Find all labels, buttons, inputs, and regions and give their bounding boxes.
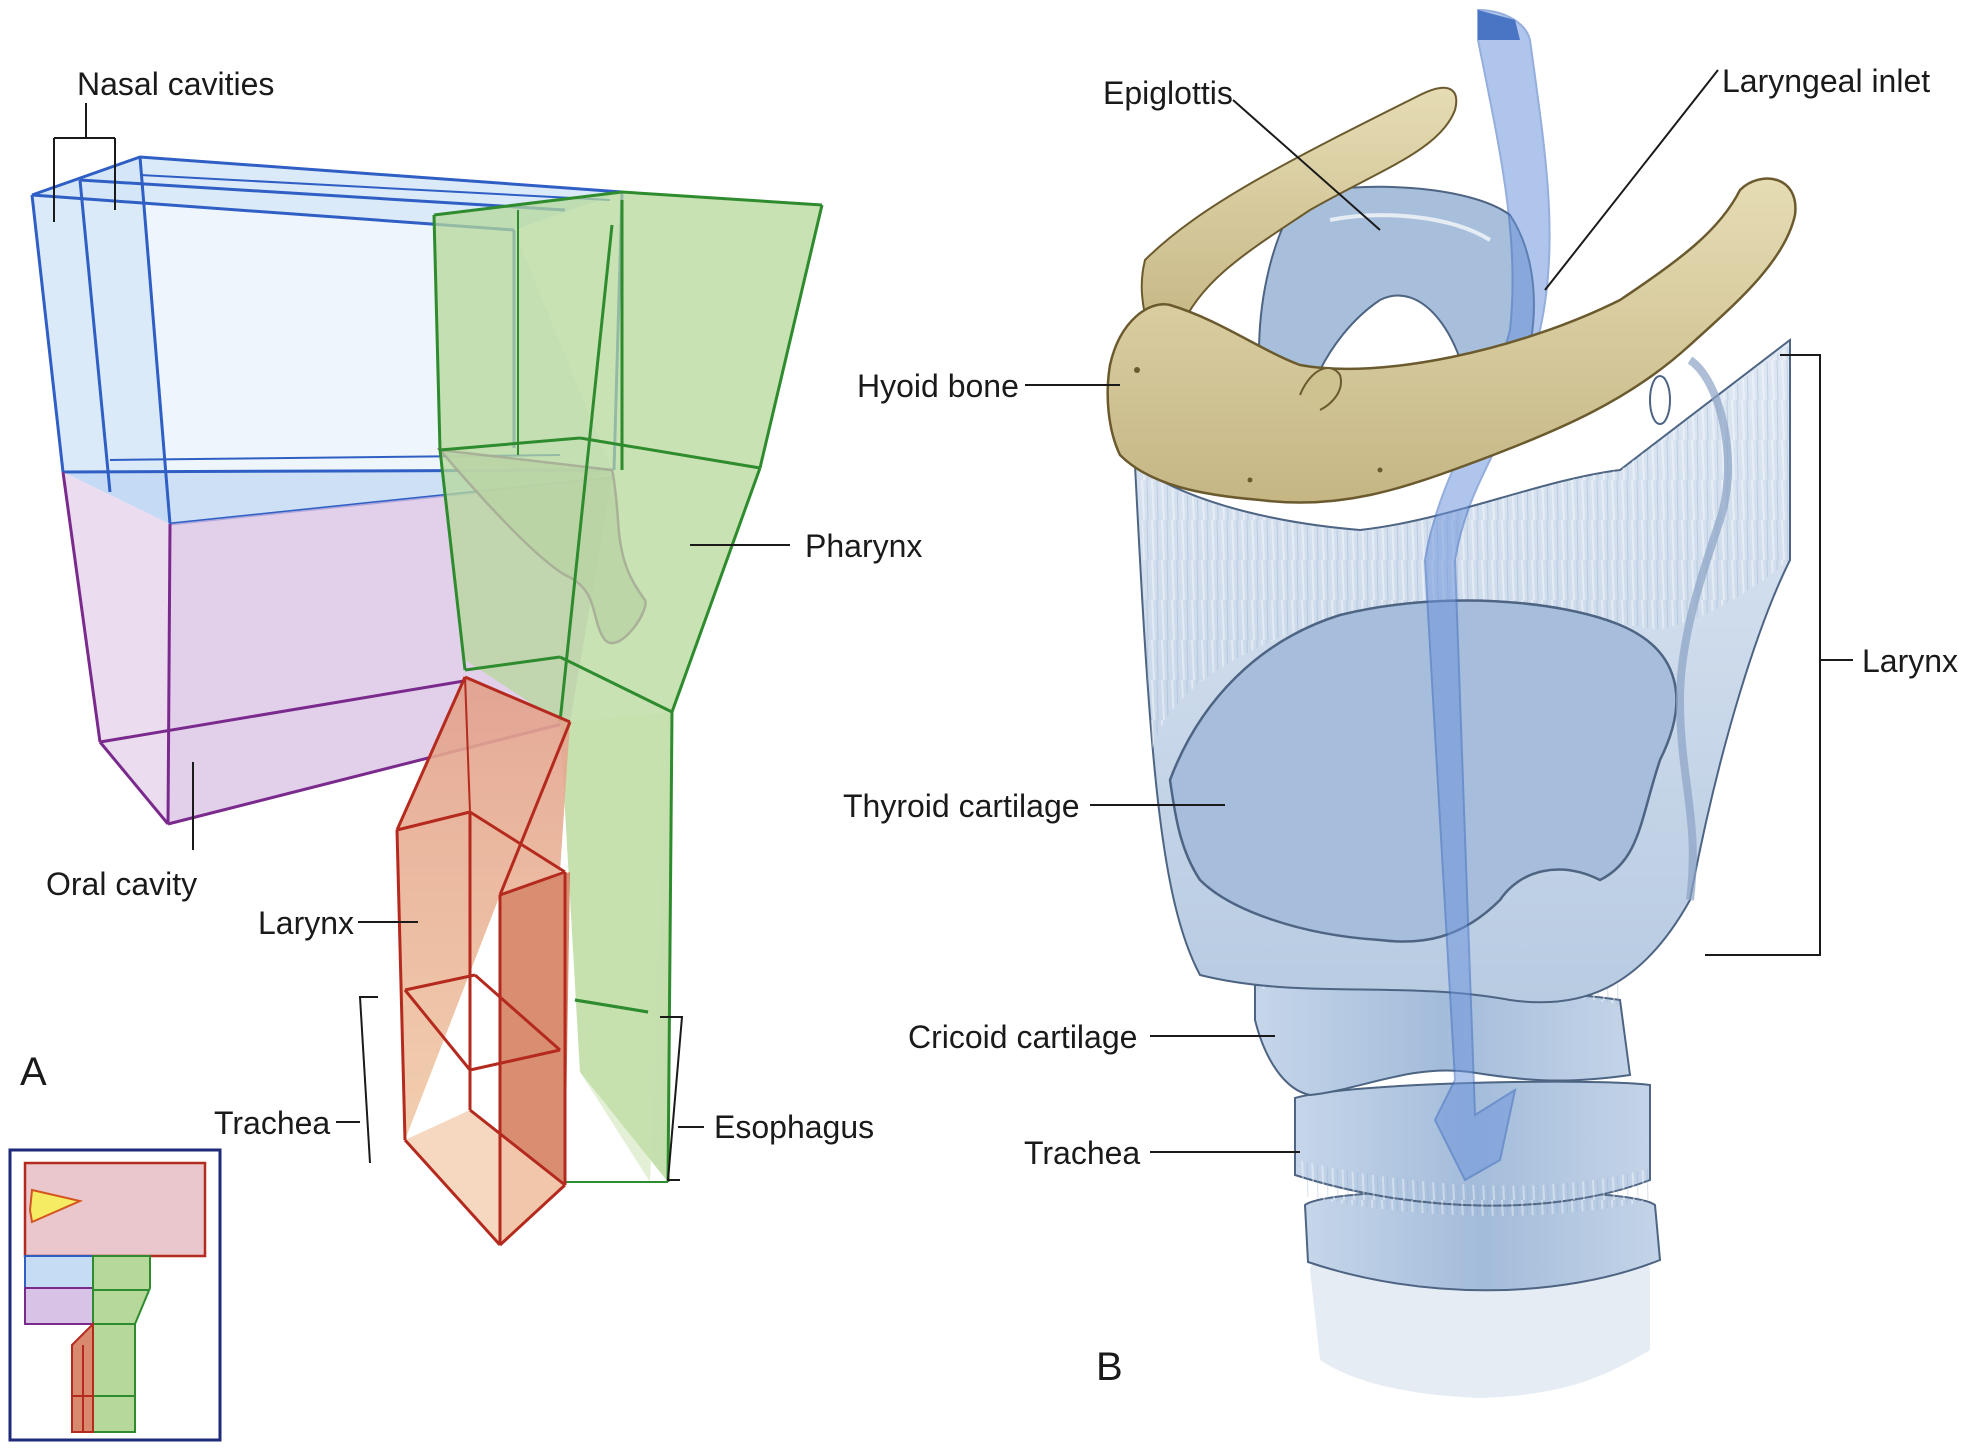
label-larynx-a: Larynx <box>258 905 354 941</box>
larynx-trachea-box <box>395 675 572 1247</box>
trachea-rings <box>1294 1080 1662 1398</box>
panel-b-leaders <box>1025 69 1853 1153</box>
label-larynx-b: Larynx <box>1862 643 1958 679</box>
panel-a: Nasal cavities Pharynx Oral cavity Laryn… <box>8 66 922 1442</box>
pharynx-esophagus-box <box>432 190 824 1183</box>
label-hyoid-bone: Hyoid bone <box>857 368 1019 404</box>
label-esophagus: Esophagus <box>714 1109 874 1145</box>
label-cricoid-cartilage: Cricoid cartilage <box>908 1019 1137 1055</box>
panel-a-leaders <box>53 103 790 1181</box>
panel-b: Epiglottis Laryngeal inlet Hyoid bone La… <box>843 8 1958 1398</box>
thyroid-membrane <box>1133 337 1791 1004</box>
label-thyroid-cartilage: Thyroid cartilage <box>843 788 1080 824</box>
label-epiglottis: Epiglottis <box>1103 75 1233 111</box>
airflow-arrow[interactable] <box>1423 8 1551 1182</box>
panel-letter-a: A <box>20 1050 47 1094</box>
label-nasal-cavities: Nasal cavities <box>77 66 274 102</box>
label-pharynx: Pharynx <box>805 528 922 564</box>
label-trachea-b: Trachea <box>1024 1135 1140 1171</box>
panel-letter-b: B <box>1096 1345 1123 1389</box>
inset-key <box>8 1148 222 1442</box>
label-laryngeal-inlet: Laryngeal inlet <box>1722 63 1930 99</box>
hyoid-bone <box>1106 86 1797 504</box>
label-trachea-a: Trachea <box>214 1105 330 1141</box>
label-oral-cavity: Oral cavity <box>46 866 197 902</box>
